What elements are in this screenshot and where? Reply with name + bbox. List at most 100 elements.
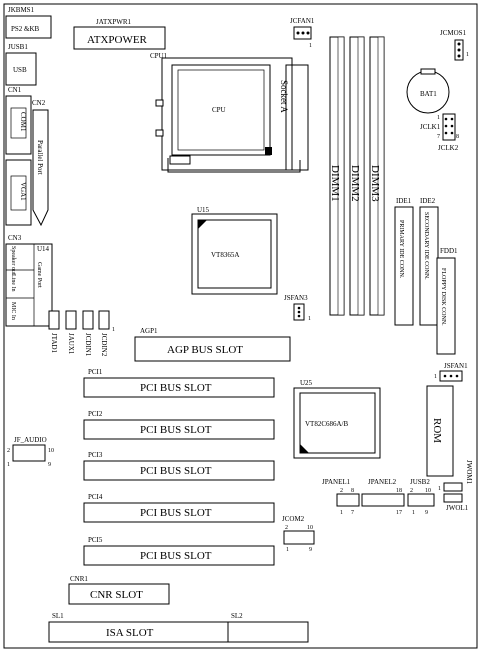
pci3-slot bbox=[83, 460, 275, 481]
jclk-pin bbox=[450, 131, 454, 135]
jcom2-pin2: 2 bbox=[285, 525, 288, 531]
socket-a-label: Socket A bbox=[279, 80, 289, 113]
jsfan3-label: JSFAN3 bbox=[284, 294, 308, 302]
jwom1-pin-label: 1 bbox=[438, 486, 441, 492]
southbridge-outline bbox=[293, 387, 381, 459]
cn1-label: CN1 bbox=[8, 86, 22, 94]
jclk-pin1-label: 1 bbox=[437, 115, 440, 121]
jclk-pin7-label: 7 bbox=[437, 134, 440, 140]
jclk-header bbox=[442, 113, 456, 141]
jcdin2-header bbox=[98, 310, 110, 330]
cnr-slot-label: CNR SLOT bbox=[90, 589, 143, 601]
jusb2-pin1: 1 bbox=[412, 510, 415, 516]
jsfan3-pin-label: 1 bbox=[308, 316, 311, 322]
pci4-slot bbox=[83, 502, 275, 523]
southbridge-chip bbox=[299, 392, 376, 454]
secondary-ide-label: SECONDARY IDE CONN. bbox=[423, 212, 429, 280]
jwom1-header bbox=[443, 482, 463, 492]
jwol1-label: JWOL1 bbox=[446, 504, 469, 512]
rom-label: ROM bbox=[431, 418, 443, 443]
board-outline bbox=[3, 3, 478, 649]
pci3-slot-label: PCI BUS SLOT bbox=[140, 465, 212, 477]
jclk-pin bbox=[444, 117, 448, 121]
pci4-label: PCI4 bbox=[88, 493, 103, 501]
ide1-label: IDE1 bbox=[396, 197, 412, 205]
pci1-slot bbox=[83, 377, 275, 398]
u15-label: U15 bbox=[197, 206, 210, 214]
jpanel1-pin2: 2 bbox=[340, 488, 343, 494]
bat1-label: BAT1 bbox=[420, 90, 437, 98]
jf-audio-pin9: 9 bbox=[48, 462, 51, 468]
mic-in-label: MIC In bbox=[10, 302, 16, 320]
primary-ide-label: PRIMARY IDE CONN. bbox=[398, 220, 404, 279]
ide2-label: IDE2 bbox=[420, 197, 436, 205]
jaux1-header bbox=[65, 310, 77, 330]
jf-audio-pin10: 10 bbox=[48, 448, 54, 454]
jcmos1-pin-b bbox=[457, 48, 461, 52]
jsfan3-pin bbox=[297, 306, 301, 310]
jcfan1-pin-label: 1 bbox=[309, 43, 312, 49]
jf-audio-pin1: 1 bbox=[7, 462, 10, 468]
agp1-label: AGP1 bbox=[140, 327, 158, 335]
jsfan1-pin bbox=[443, 374, 447, 378]
jpanel1-label: JPANEL1 bbox=[322, 478, 351, 486]
jclk-pin bbox=[444, 124, 448, 128]
isa-slot-label: ISA SLOT bbox=[106, 627, 154, 639]
jf-audio-label: JF_AUDIO bbox=[14, 436, 47, 444]
u25-label: U25 bbox=[300, 379, 313, 387]
jcmos1-pin-a bbox=[457, 42, 461, 46]
jclk-pin bbox=[450, 117, 454, 121]
parallel-port-connector bbox=[32, 109, 49, 227]
pci1-slot-label: PCI BUS SLOT bbox=[140, 382, 212, 394]
jpanel2-header bbox=[361, 493, 405, 507]
jsfan1-pin bbox=[455, 374, 459, 378]
jusb2-header bbox=[407, 493, 435, 507]
jcdin2-pin-label: 1 bbox=[112, 327, 115, 333]
jusb2-pin10: 10 bbox=[425, 488, 431, 494]
pci2-label: PCI2 bbox=[88, 410, 103, 418]
northbridge-pin1 bbox=[198, 220, 207, 229]
jpanel1-header bbox=[336, 493, 360, 507]
vga1-label: VGA1 bbox=[19, 182, 27, 201]
cpu-label: CPU bbox=[212, 106, 226, 114]
vt8365a-label: VT8365A bbox=[211, 251, 239, 259]
com1-label: COM1 bbox=[19, 112, 27, 132]
jwol1-header bbox=[443, 493, 463, 503]
socket-lever-clip bbox=[169, 155, 191, 165]
sl2-label: SL2 bbox=[231, 612, 243, 620]
socket-pin1-marker bbox=[265, 147, 272, 155]
jcmos1-label: JCMOS1 bbox=[440, 29, 467, 37]
vga1-connector bbox=[5, 159, 32, 226]
jpanel2-pin18: 18 bbox=[396, 488, 402, 494]
jcdin2-label: JCDIN2 bbox=[100, 333, 108, 357]
agp-slot bbox=[134, 336, 291, 362]
jatxpwr1-label: JATXPWR1 bbox=[96, 18, 132, 26]
line-in-label: Line In bbox=[10, 274, 16, 292]
vga1-port-shape bbox=[10, 175, 27, 211]
ps2-kb-label: PS2 &KB bbox=[11, 25, 40, 33]
jpanel2-label: JPANEL2 bbox=[368, 478, 397, 486]
jf-audio-pin2: 2 bbox=[7, 448, 10, 454]
jusb2-pin9: 9 bbox=[425, 510, 428, 516]
vt82c686-label: VT82C686A/B bbox=[305, 420, 349, 428]
pci5-label: PCI5 bbox=[88, 536, 103, 544]
jclk-pin bbox=[450, 124, 454, 128]
jcfan1-pin-b bbox=[301, 31, 305, 35]
atx-power-connector bbox=[73, 26, 166, 50]
usb-connector bbox=[5, 52, 37, 86]
com1-port-shape bbox=[10, 107, 27, 139]
ps2-kb-connector bbox=[5, 15, 52, 39]
jcmos1-pin-c bbox=[457, 54, 461, 58]
ide1-connector bbox=[394, 206, 414, 326]
floppy-label: FLOPPY DISK CONN. bbox=[440, 268, 446, 326]
jwom1-label: JWOM1 bbox=[465, 460, 473, 485]
jclk-pin8-label: 8 bbox=[456, 134, 459, 140]
jusb1-label: JUSB1 bbox=[8, 43, 28, 51]
pci5-slot bbox=[83, 545, 275, 566]
jclk1-label: JCLK1 bbox=[420, 123, 441, 131]
game-port-label: Game Port bbox=[36, 262, 42, 288]
northbridge-outline bbox=[191, 213, 278, 295]
bios-rom bbox=[426, 385, 454, 477]
jcom2-header bbox=[283, 530, 315, 545]
